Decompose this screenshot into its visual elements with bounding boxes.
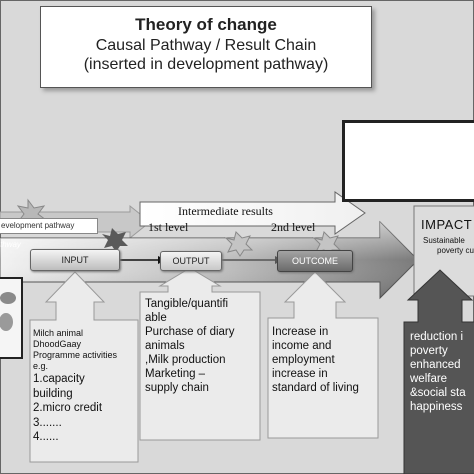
input-node: INPUT: [30, 249, 120, 271]
diagram-subtitle: Causal Pathway / Result Chain: [95, 37, 317, 54]
outcome-node: OUTCOME: [277, 250, 353, 272]
impact-title: IMPACT: [421, 217, 473, 232]
diagram-subtitle-note: (inserted in development pathway): [83, 56, 329, 73]
level-1-label: 1st level: [148, 220, 189, 234]
output-node: OUTPUT: [160, 251, 222, 271]
outcome-callout-text: Increase in income and employment increa…: [272, 326, 359, 394]
output-callout-text: Tangible/quantifi able Purchase of diary…: [145, 298, 235, 394]
level-2-label: 2nd level: [271, 220, 316, 234]
burst-decoration: [102, 228, 128, 252]
title-box: Theory of change Causal Pathway / Result…: [40, 6, 372, 88]
input-callout-heading: Milch animal DhoodGaay Programme activit…: [33, 328, 118, 371]
diagram-title: Theory of change: [135, 15, 277, 34]
input-callout-list: 1.capacity building 2.micro credit 3....…: [33, 373, 103, 443]
impact-image: [342, 120, 474, 202]
pathway-label: thway: [0, 240, 21, 249]
impact-callout: [403, 269, 474, 474]
burst-decoration: [224, 231, 254, 257]
intermediate-results-arrow: [139, 191, 366, 235]
impact-callout-text: reduction i poverty enhanced welfare &so…: [410, 331, 466, 413]
impact-subtitle-line1: Sustainable: [423, 236, 465, 245]
outcome-callout: [267, 271, 379, 439]
impact-subtitle-line2: poverty cu: [437, 246, 474, 255]
output-callout: [139, 267, 261, 441]
intermediate-results-label: Intermediate results: [178, 204, 273, 218]
input-callout: [29, 271, 139, 463]
development-pathway-label: evelopment pathway: [0, 218, 98, 234]
